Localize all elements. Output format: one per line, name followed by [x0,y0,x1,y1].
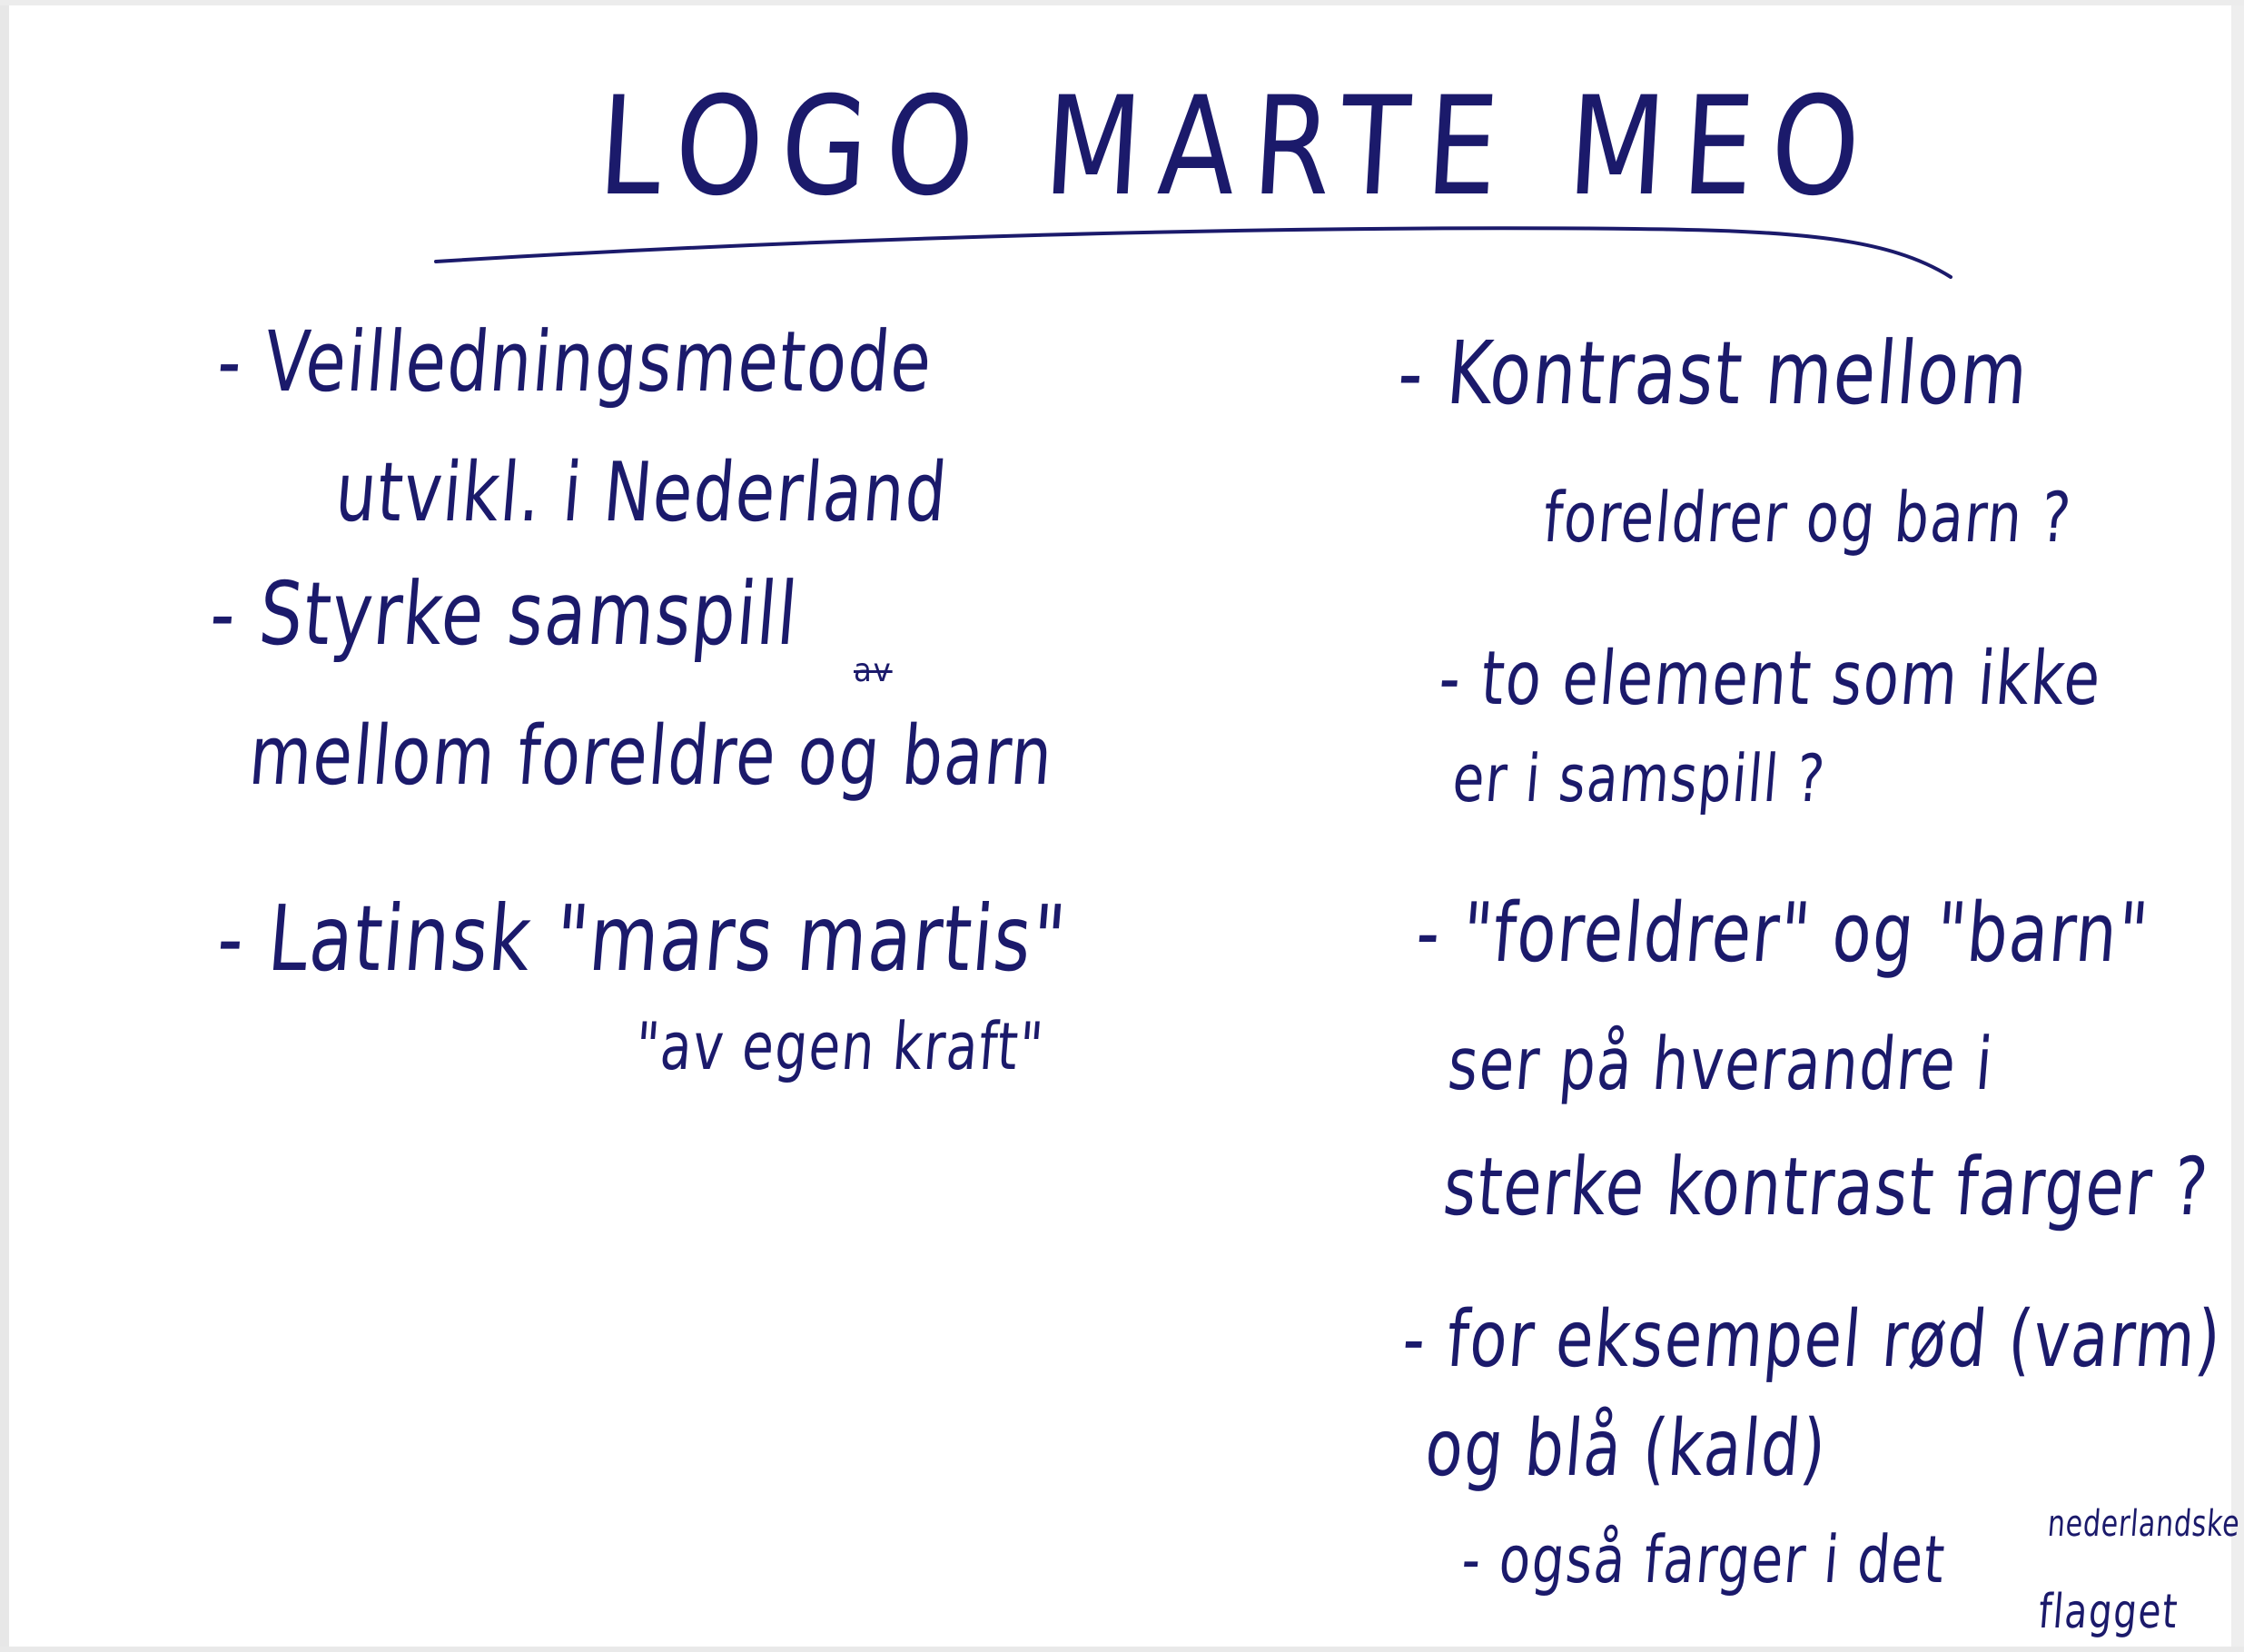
crossed-out-word: av [854,652,893,689]
left-note-3-line-2: "av egen kraft" [632,1008,1048,1084]
paper-edge-top [0,0,2244,5]
right-note-3-line-2: ser på hverandre i [1445,1022,1997,1106]
page-title: LOGO MARTE MEO [595,68,1883,226]
left-note-2-line-2: mellom foreldre og barn [245,708,1057,804]
right-note-2-line-2: er i samspill ? [1449,740,1829,816]
right-note-1-line-1: - Kontrast mellom [1394,322,2033,424]
right-note-3-line-3: sterke kontrast farger ? [1439,1140,2213,1233]
left-note-2-line-1: - Styrke samspill [206,563,803,665]
right-note-4-line-1: - for eksempel rød (varm) [1399,1294,2226,1385]
paper-edge-right [2231,0,2244,1652]
right-note-5-annotation-2: flagget [2036,1585,2181,1639]
left-note-1-line-1: - Veilledningsmetode [213,313,937,411]
left-note-1-line-2: utvikl. i Nederland [331,445,952,540]
right-note-4-line-2: og blå (kald) [1421,1403,1831,1494]
right-note-3-line-1: - "foreldrer" og "barn" [1412,885,2153,981]
left-note-3-line-1: - Latinsk "mars martis" [213,885,1071,992]
right-note-5-line-1: - også farger i det [1458,1521,1949,1598]
right-note-2-line-1: - to element som ikke [1436,636,2105,722]
right-note-5-annotation-1: nederlandske [2046,1503,2242,1545]
paper-edge-left [0,0,9,1652]
paper-edge-bottom [0,1647,2244,1652]
right-note-1-line-2: foreldrer og barn ? [1540,477,2075,558]
